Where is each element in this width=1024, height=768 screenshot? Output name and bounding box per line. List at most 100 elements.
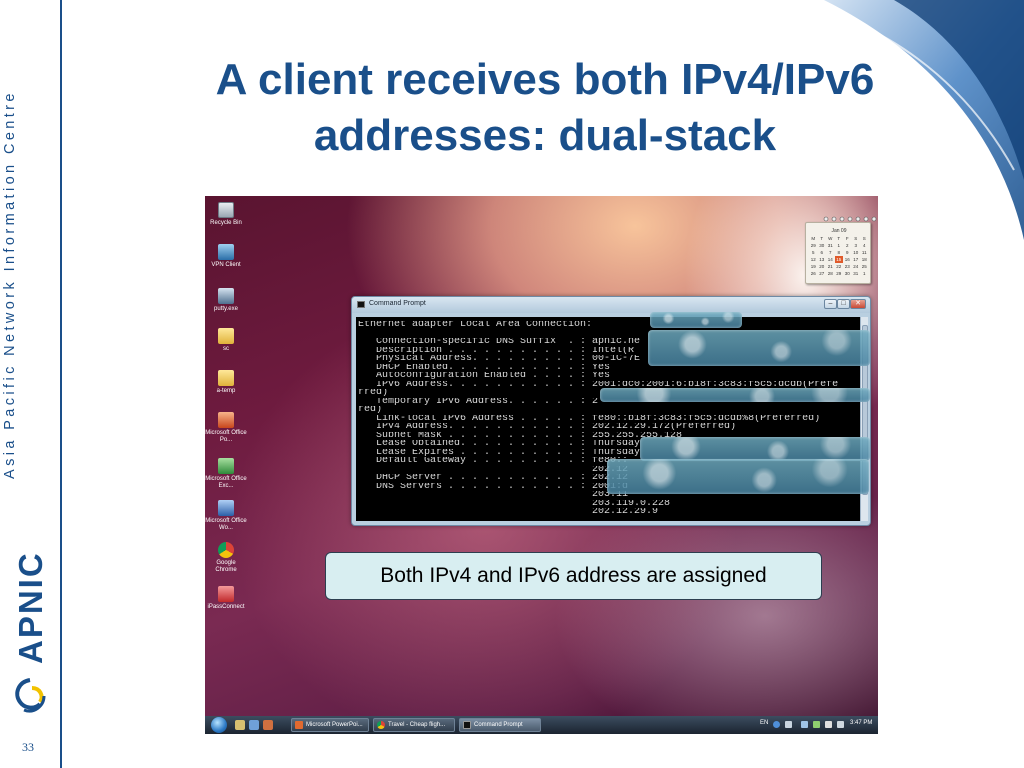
maximize-button[interactable]: □	[837, 299, 850, 309]
calendar-day[interactable]: 8	[837, 250, 840, 255]
language-indicator[interactable]: EN	[760, 720, 769, 726]
calendar-day[interactable]: 3	[854, 243, 857, 248]
taskbar-button-powerpoint[interactable]: Microsoft PowerPoi...	[291, 718, 369, 732]
start-button[interactable]	[211, 717, 227, 733]
close-button[interactable]: ✕	[850, 299, 866, 309]
desktop-icon-vpn-client[interactable]: VPN Client	[205, 244, 247, 269]
calendar-day[interactable]: 1	[837, 243, 840, 248]
desktop-icon-chrome[interactable]: Google Chrome	[205, 542, 247, 574]
scrollbar-thumb[interactable]	[862, 325, 868, 495]
calendar-day[interactable]: 26	[810, 271, 816, 276]
calendar-day[interactable]: 16	[844, 257, 850, 262]
quick-launch-icon[interactable]	[263, 720, 273, 730]
desktop-icon-powerpoint[interactable]: Microsoft Office Po...	[205, 412, 247, 444]
calendar-day[interactable]: 21	[827, 264, 833, 269]
console-line: Temporary IPv6 Address. . . . . . : 2	[358, 397, 599, 406]
powerpoint-icon	[218, 412, 234, 428]
calendar-day[interactable]: 17	[853, 257, 859, 262]
calendar-day[interactable]: 2	[845, 243, 849, 248]
slide-title: A client receives both IPv4/IPv6 address…	[100, 52, 990, 164]
desktop-icon-ipass[interactable]: iPassConnect	[205, 586, 247, 611]
console-line	[358, 517, 858, 522]
desktop-icon-label: a-temp	[216, 388, 236, 394]
calendar-day[interactable]: 12	[810, 257, 816, 262]
taskbar-button-browser[interactable]: Travel - Cheap fligh...	[373, 718, 455, 732]
desktop-icon-label: VPN Client	[211, 262, 241, 268]
desktop-icon-recycle-bin[interactable]: Recycle Bin	[205, 202, 247, 227]
quick-launch-icon[interactable]	[249, 720, 259, 730]
help-icon[interactable]	[773, 721, 780, 728]
command-prompt-window[interactable]: Command Prompt – □ ✕ Ethernet adapter Lo…	[351, 296, 871, 526]
desktop-icon-excel[interactable]: Microsoft Office Exc...	[205, 458, 247, 490]
console-line: Link-local IPv6 Address . . . . . : fe80…	[358, 414, 821, 423]
tray-icon[interactable]	[825, 721, 832, 728]
calendar-day[interactable]: 4	[862, 243, 866, 248]
vertical-scrollbar[interactable]	[860, 317, 868, 521]
clock[interactable]: 3:47 PM	[850, 720, 873, 726]
calendar-day[interactable]: 19	[810, 264, 816, 269]
calendar-weekday: T	[837, 236, 841, 241]
calendar-day[interactable]: 10	[853, 250, 859, 255]
console-line: Connection-specific DNS Suffix . : apnic…	[358, 338, 641, 347]
tray-icon[interactable]	[785, 721, 792, 728]
calendar-day[interactable]: 1	[862, 271, 866, 276]
calendar-day[interactable]: 31	[853, 271, 859, 276]
calendar-day[interactable]: 9	[845, 250, 849, 255]
quick-launch-icon[interactable]	[235, 720, 245, 730]
console-line: IPv6 Address. . . . . . . . . . . : 2001…	[358, 380, 839, 389]
desktop-icon-label: iPassConnect	[207, 604, 245, 610]
desktop-icon-putty[interactable]: putty.exe	[205, 288, 247, 313]
calendar-day[interactable]: 6	[820, 250, 823, 255]
console-line: Physical Address. . . . . . . . . : 00-1…	[358, 355, 641, 364]
calendar-day[interactable]: 30	[819, 243, 825, 248]
calendar-day[interactable]: 30	[844, 271, 850, 276]
redacted-overlay	[600, 388, 870, 402]
calendar-day[interactable]: 27	[819, 271, 825, 276]
left-vertical-rule	[60, 0, 62, 768]
tray-icon[interactable]	[813, 721, 820, 728]
desktop-icon-word[interactable]: Microsoft Office Wo...	[205, 500, 247, 532]
calendar-day[interactable]: 11	[861, 250, 867, 255]
calendar-day[interactable]: 24	[853, 264, 859, 269]
desktop-icon-label: putty.exe	[214, 306, 238, 312]
chrome-icon	[218, 542, 234, 558]
calendar-day[interactable]: 22	[836, 264, 842, 269]
calendar-day[interactable]: 31	[827, 243, 833, 248]
calendar-weekday: F	[845, 236, 849, 241]
calendar-day[interactable]: 18	[861, 257, 867, 262]
minimize-button[interactable]: –	[824, 299, 837, 309]
network-icon[interactable]	[801, 721, 808, 728]
calendar-day[interactable]: 23	[844, 264, 850, 269]
vpn-client-icon	[218, 244, 234, 260]
taskbar-button-label: Travel - Cheap fligh...	[388, 722, 446, 728]
apnic-logo-icon	[15, 678, 46, 713]
calendar-day[interactable]: 14	[827, 257, 833, 262]
chrome-icon	[377, 721, 385, 729]
calendar-day[interactable]: 29	[836, 271, 842, 276]
console-line: IPv4 Address. . . . . . . . . . . : 202.…	[358, 423, 737, 432]
calendar-day[interactable]: 7	[828, 250, 832, 255]
gadget-controls-icon	[823, 216, 877, 222]
redacted-overlay	[650, 312, 742, 328]
redacted-overlay	[640, 437, 870, 461]
taskbar-button-command-prompt[interactable]: Command Prompt	[459, 718, 541, 732]
calendar-day[interactable]: 29	[810, 243, 816, 248]
volume-icon[interactable]	[837, 721, 844, 728]
calendar-day[interactable]: 13	[819, 257, 825, 262]
window-titlebar[interactable]: Command Prompt – □ ✕	[352, 297, 870, 313]
desktop-icon-a-temp[interactable]: a-temp	[205, 370, 247, 395]
calendar-day[interactable]: 20	[819, 264, 825, 269]
calendar-header-row: M T W T F S S	[809, 235, 869, 242]
calendar-day[interactable]: 25	[861, 264, 867, 269]
folder-icon	[218, 370, 234, 386]
desktop-icon-sc[interactable]: sc	[205, 328, 247, 353]
calendar-day[interactable]: 28	[827, 271, 833, 276]
calendar-day[interactable]: 5	[811, 250, 815, 255]
cmd-icon	[463, 721, 471, 729]
calendar-day[interactable]: 15	[834, 256, 843, 263]
